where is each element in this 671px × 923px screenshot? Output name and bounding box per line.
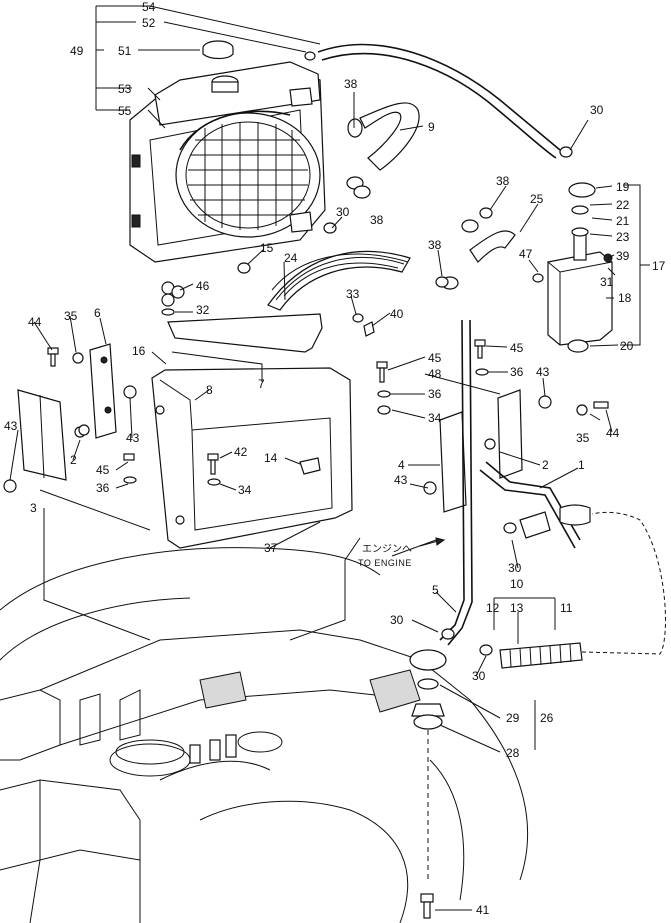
label-14: 14 [264,451,278,465]
label-47: 47 [519,247,533,261]
label-28: 28 [506,746,520,760]
label-45-mid: 45 [428,351,442,365]
label-23: 23 [616,230,630,244]
label-34-left: 34 [238,483,252,497]
machine-frame [0,547,529,923]
label-48: 48 [428,367,442,381]
label-45-left: 45 [96,463,110,477]
upper-hose [346,102,420,190]
label-5: 5 [432,583,439,597]
label-3: 3 [30,501,37,515]
fan-guard [267,250,411,311]
bolt-41 [420,893,434,919]
radiator-support-frame [151,367,353,549]
label-35-right: 35 [576,431,590,445]
label-30-lower-right: 30 [472,669,486,683]
hardware [3,146,609,656]
label-10: 10 [510,577,524,591]
label-43-center: 43 [126,431,140,445]
label-13: 13 [510,601,524,615]
label-54: 54 [142,0,156,14]
label-4: 4 [398,458,405,472]
label-9: 9 [428,120,435,134]
label-45-right: 45 [510,341,524,355]
label-36-mid: 36 [428,387,442,401]
label-2-right: 2 [542,458,549,472]
label-36-right: 36 [510,365,524,379]
label-20: 20 [620,339,634,353]
side-panel-left [17,389,67,481]
overflow-hose [304,43,561,159]
label-31: 31 [600,275,614,289]
label-42: 42 [234,445,248,459]
label-52: 52 [142,16,156,30]
label-41: 41 [476,903,490,917]
label-36-left: 36 [96,481,110,495]
label-43-left: 43 [4,419,18,433]
label-53: 53 [118,82,132,96]
lower-hose [441,219,516,290]
leader-lines [9,5,650,911]
label-43-right: 43 [536,365,550,379]
label-37: 37 [264,541,278,555]
drain-hose [499,511,666,669]
label-35-left: 35 [64,309,78,323]
label-11: 11 [560,601,573,615]
label-1: 1 [578,458,585,472]
label-40: 40 [390,307,404,321]
drain-valve [409,649,447,880]
label-7: 7 [258,377,265,391]
label-2-left: 2 [70,453,77,467]
label-49: 49 [70,44,84,58]
label-32: 32 [196,303,210,317]
label-55: 55 [118,104,132,118]
radiator-cap [202,40,234,60]
label-16: 16 [132,344,146,358]
label-18: 18 [618,291,632,305]
label-38-a: 38 [496,174,510,188]
label-29: 29 [506,711,520,725]
label-24: 24 [284,251,298,265]
label-30-lower-left: 30 [390,613,404,627]
label-43-lower: 43 [394,473,408,487]
label-38-b: 38 [370,213,384,227]
right-bracket [439,389,523,513]
label-38-c: 38 [428,238,442,252]
label-19: 19 [616,180,630,194]
label-44-left: 44 [28,315,42,329]
drain-pipe [479,461,591,549]
label-44-right: 44 [606,426,620,440]
engine-note-jp: エンジンへ [362,544,412,555]
label-26: 26 [540,711,554,725]
label-46: 46 [196,279,210,293]
label-12: 12 [486,601,500,615]
side-panel-bracket-6 [89,343,117,439]
label-6: 6 [94,306,101,320]
label-38-top: 38 [344,77,358,91]
reserve-tank [532,182,613,353]
engine-note-en: TO ENGINE [358,558,412,568]
label-21: 21 [616,214,630,228]
shroud-plate [167,313,323,353]
label-30-mid: 30 [336,205,350,219]
label-39: 39 [616,249,630,263]
label-33: 33 [346,287,360,301]
label-25: 25 [530,192,544,206]
label-15: 15 [260,241,274,255]
label-22: 22 [616,198,630,212]
engine-direction-note: エンジンへ TO ENGINE [358,537,446,568]
label-30-right: 30 [508,561,522,575]
label-51: 51 [118,44,132,58]
label-34-mid: 34 [428,411,442,425]
part-labels: 54 52 49 51 53 55 38 9 30 19 22 21 23 17… [4,0,666,917]
label-17: 17 [652,259,666,273]
label-30-top: 30 [590,103,604,117]
radiator [129,61,326,263]
label-8: 8 [206,383,213,397]
